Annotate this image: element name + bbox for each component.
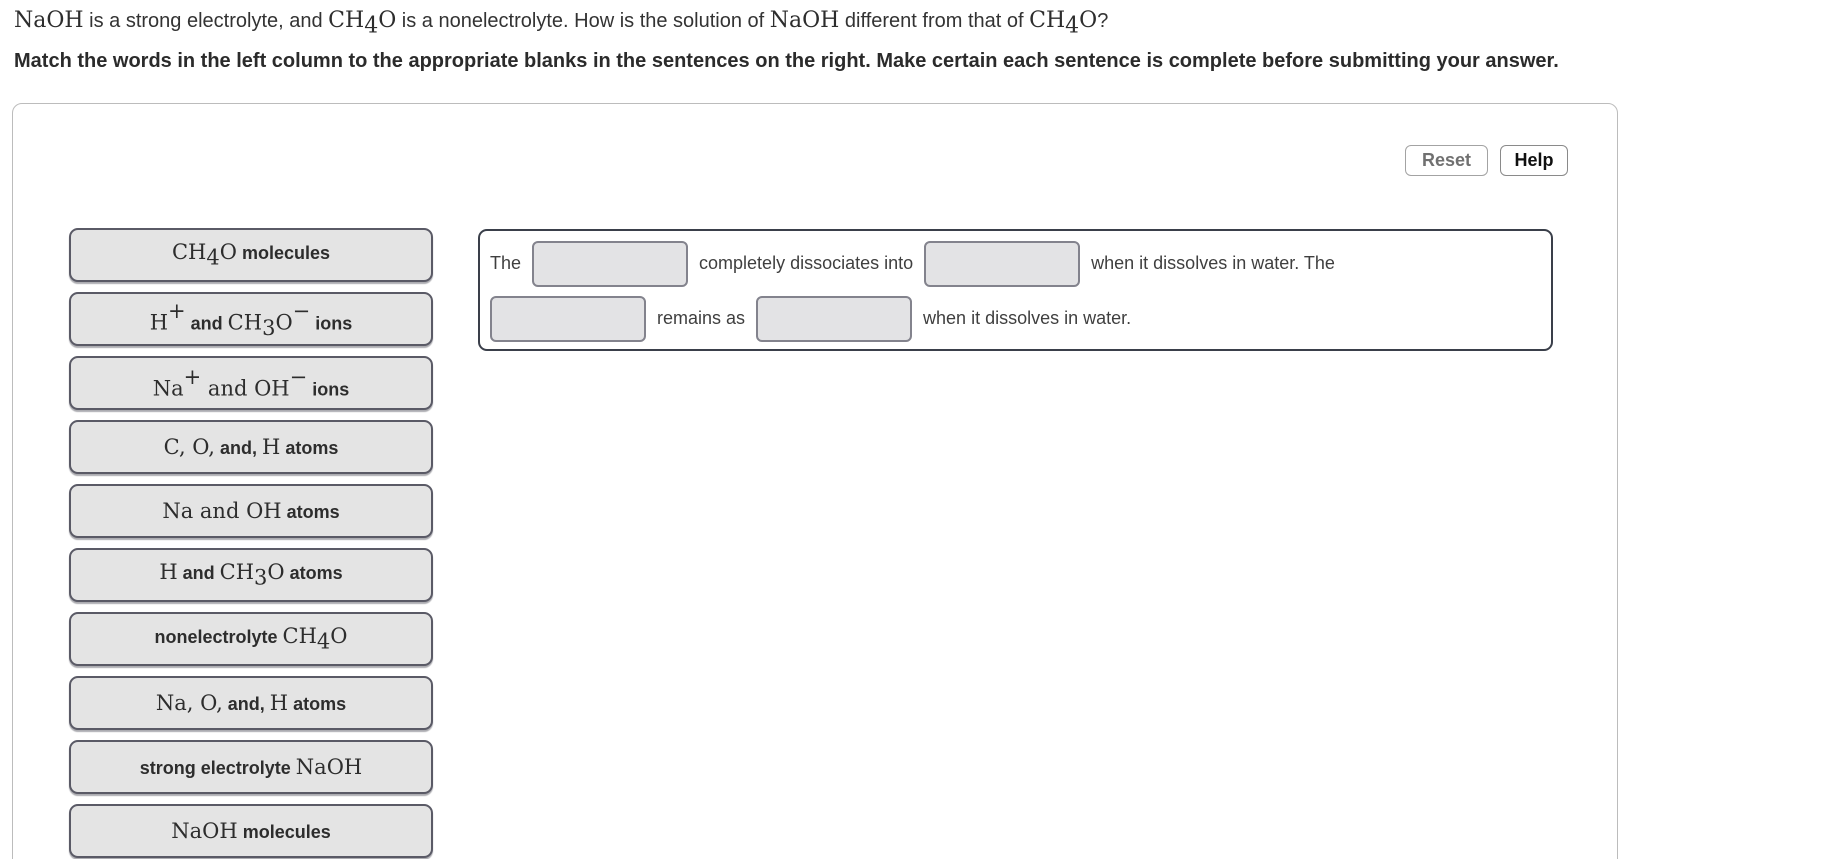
blank-dropzone[interactable] <box>756 295 913 342</box>
word-tile-label: H+ and CH3O− ions <box>150 299 353 340</box>
text-segment: NaOH <box>769 8 840 33</box>
blank-dropzone[interactable] <box>532 240 689 287</box>
text-segment: Na and OH <box>162 499 282 523</box>
subscript: 4 <box>206 245 220 270</box>
subscript: 4 <box>316 629 331 654</box>
word-tile-label: nonelectrolyte CH4O <box>154 624 347 653</box>
question-text: NaOH is a strong electrolyte, and CH4O i… <box>14 8 1108 39</box>
text-segment: CH <box>219 560 255 585</box>
subscript: 3 <box>262 315 276 340</box>
text-segment: is a strong electrolyte, and <box>83 10 329 32</box>
text-segment: and, <box>222 694 270 714</box>
reset-button-label: Reset <box>1421 150 1472 170</box>
word-tile[interactable]: Na and OH atoms <box>69 484 433 538</box>
text-segment: is a nonelectrolyte. How is the solution… <box>396 10 770 32</box>
text-segment: CH <box>171 240 207 265</box>
sentence-text: The <box>490 253 522 273</box>
text-segment: NaOH <box>14 8 84 33</box>
instruction-text: Match the words in the left column to th… <box>14 50 1559 72</box>
word-tile-label: strong electrolyte NaOH <box>140 755 362 779</box>
word-tile[interactable]: NaOH molecules <box>69 804 433 858</box>
text-segment: strong electrolyte <box>139 758 296 778</box>
sentence-text: when it dissolves in water. <box>923 308 1132 328</box>
text-segment: and <box>185 313 228 334</box>
text-segment: C, O, <box>163 435 215 459</box>
sentence-row: remains as when it dissolves in water. <box>490 291 1543 346</box>
text-segment: atoms <box>280 438 339 458</box>
text-segment: and, <box>214 438 262 458</box>
subscript: 4 <box>364 13 379 39</box>
text-segment: NaOH <box>295 755 363 779</box>
word-tile[interactable]: H and CH3O atoms <box>69 548 433 602</box>
text-segment: CH <box>282 624 317 649</box>
text-segment: atoms <box>281 502 340 522</box>
word-tile-label: Na and OH atoms <box>162 499 339 523</box>
word-tile-label: H and CH3O atoms <box>159 560 342 589</box>
sentence-text: completely dissociates into <box>699 253 914 273</box>
subscript: 4 <box>1065 13 1080 39</box>
sentence-row: The completely dissociates into when it di… <box>490 236 1543 291</box>
reset-button[interactable]: Reset <box>1405 145 1488 176</box>
text-segment: and <box>177 563 220 584</box>
superscript: − <box>292 298 311 323</box>
text-segment: nonelectrolyte <box>154 627 283 648</box>
text-segment: atoms <box>284 563 343 584</box>
text-segment: NaOH <box>171 819 238 843</box>
word-tile[interactable]: C, O, and, H atoms <box>69 420 433 474</box>
blank-dropzone[interactable] <box>490 295 646 342</box>
word-tile-label: C, O, and, H atoms <box>164 435 339 459</box>
superscript: + <box>168 298 186 323</box>
blank-dropzone[interactable] <box>924 240 1081 287</box>
word-tile[interactable]: nonelectrolyte CH4O <box>69 612 433 666</box>
text-segment: O <box>267 560 285 585</box>
word-tile-label: Na, O, and, H atoms <box>156 691 346 715</box>
subscript: 3 <box>254 565 268 590</box>
word-tile[interactable]: CH4O molecules <box>69 228 433 282</box>
sentence-text: when it dissolves in water. The <box>1091 253 1335 273</box>
superscript: − <box>289 365 308 390</box>
text-segment: H <box>149 310 169 335</box>
word-tile[interactable]: Na+ and OH− ions <box>69 356 433 410</box>
text-segment: ions <box>307 379 350 400</box>
word-tile-label: Na+ and OH− ions <box>153 365 350 401</box>
text-segment: O <box>275 310 293 335</box>
text-segment: H <box>159 560 178 585</box>
text-segment: molecules <box>236 243 331 264</box>
text-segment: ? <box>1097 10 1109 32</box>
text-segment: CH <box>227 310 263 335</box>
text-segment: H <box>262 435 281 459</box>
sentence-text: remains as <box>657 308 746 328</box>
word-tile[interactable]: H+ and CH3O− ions <box>69 292 433 346</box>
text-segment: O <box>378 8 397 33</box>
text-segment: ions <box>310 313 353 334</box>
text-segment: different from that of <box>839 10 1030 32</box>
text-segment: O <box>219 240 237 265</box>
word-tile[interactable]: strong electrolyte NaOH <box>69 740 433 794</box>
text-segment: O <box>330 624 348 649</box>
superscript: + <box>183 365 202 390</box>
text-segment: CH <box>328 8 365 33</box>
text-segment: atoms <box>288 694 347 714</box>
text-segment: molecules <box>237 822 331 842</box>
help-button[interactable]: Help <box>1500 145 1568 176</box>
text-segment: Na <box>152 376 184 401</box>
word-tile-label: CH4O molecules <box>172 240 330 269</box>
help-button-label: Help <box>1514 150 1554 170</box>
text-segment: CH <box>1029 8 1066 33</box>
text-segment: O <box>1079 8 1098 33</box>
text-segment: and OH <box>201 376 290 401</box>
text-segment: Na, O, <box>155 691 223 715</box>
sentence-box: The completely dissociates into when it di… <box>478 229 1553 351</box>
word-tile-label: NaOH molecules <box>171 819 330 843</box>
word-tile[interactable]: Na, O, and, H atoms <box>69 676 433 730</box>
sentence-rows: The completely dissociates into when it di… <box>490 236 1543 346</box>
text-segment: H <box>269 691 289 715</box>
